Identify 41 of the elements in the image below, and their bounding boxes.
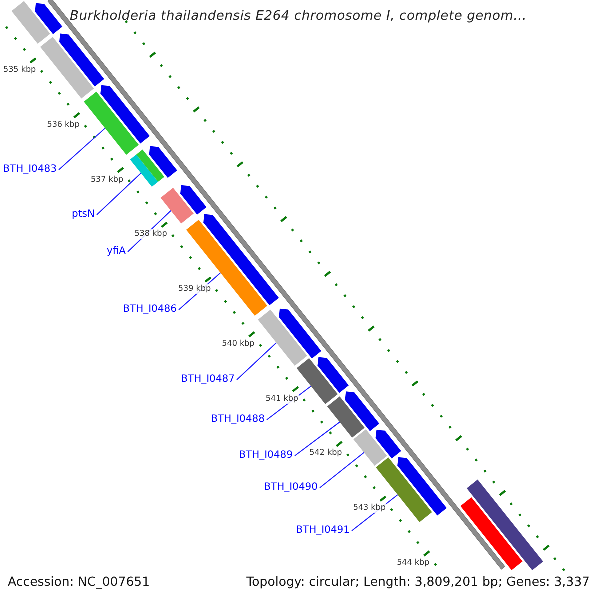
map-title: Burkholderia thailandensis E264 chromosome I, complete genom... — [70, 9, 527, 24]
gene-label: BTH_I0486 — [123, 304, 177, 316]
gene-block — [318, 357, 349, 394]
gene-label: yfiA — [106, 246, 126, 258]
genome-info-text: Topology: circular; Length: 3,809,201 bp; Genes: 3,337 — [246, 574, 590, 590]
leader-line — [58, 128, 106, 170]
gene-label: BTH_I0483 — [3, 164, 57, 176]
gene-block — [354, 430, 388, 466]
scale-label: 535 kbp — [4, 64, 36, 75]
scale-label: 536 kbp — [47, 120, 80, 130]
gene-block — [180, 185, 207, 215]
gene-block — [149, 146, 178, 178]
gene-label: BTH_I0490 — [264, 482, 318, 494]
gene-label: BTH_I0487 — [181, 374, 235, 386]
gene-block — [136, 150, 165, 182]
gene-block — [296, 358, 338, 404]
gene-label: BTH_I0491 — [296, 525, 350, 537]
gene-block — [345, 392, 380, 432]
scale-label: 542 kbp — [310, 448, 342, 458]
scale-label: 541 kbp — [266, 394, 298, 404]
gene-label: BTH_I0488 — [211, 414, 265, 426]
scale-label: 538 kbp — [134, 229, 168, 240]
leader-line — [294, 422, 340, 456]
scale-label: 543 kbp — [353, 503, 386, 514]
gene-block — [59, 34, 104, 87]
leader-line — [236, 342, 278, 380]
leader-line — [320, 452, 365, 488]
scale-label: 540 kbp — [222, 338, 255, 349]
gene-label: ptsN — [72, 209, 95, 221]
gene-block — [160, 188, 194, 224]
gene-block — [35, 3, 63, 34]
gene-block — [100, 85, 150, 144]
scale-label: 544 kbp — [397, 558, 430, 568]
gene-block — [376, 430, 402, 459]
gene-label: BTH_I0489 — [239, 450, 293, 462]
scale-label: 539 kbp — [178, 284, 212, 294]
scale-label: 537 kbp — [90, 174, 124, 184]
accession-text: Accession: NC_007651 — [8, 574, 150, 590]
gene-block — [279, 308, 322, 359]
gene-block — [398, 457, 447, 516]
leader-line — [96, 172, 142, 216]
